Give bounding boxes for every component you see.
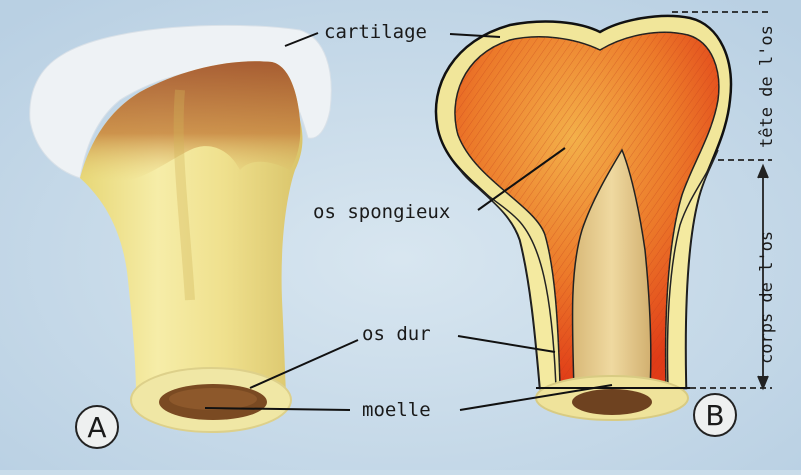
label-os-spongieux: os spongieux [313, 201, 450, 223]
label-corps-de-los: corps de l'os [757, 231, 777, 364]
badge-b: B [694, 394, 736, 436]
badge-a-label: A [87, 411, 106, 444]
badge-a: A [76, 406, 118, 448]
label-os-dur: os dur [362, 323, 431, 345]
label-cartilage: cartilage [324, 21, 427, 43]
label-moelle: moelle [362, 399, 431, 421]
label-tete-de-los: tête de l'os [757, 25, 777, 148]
badge-b-label: B [705, 399, 724, 432]
